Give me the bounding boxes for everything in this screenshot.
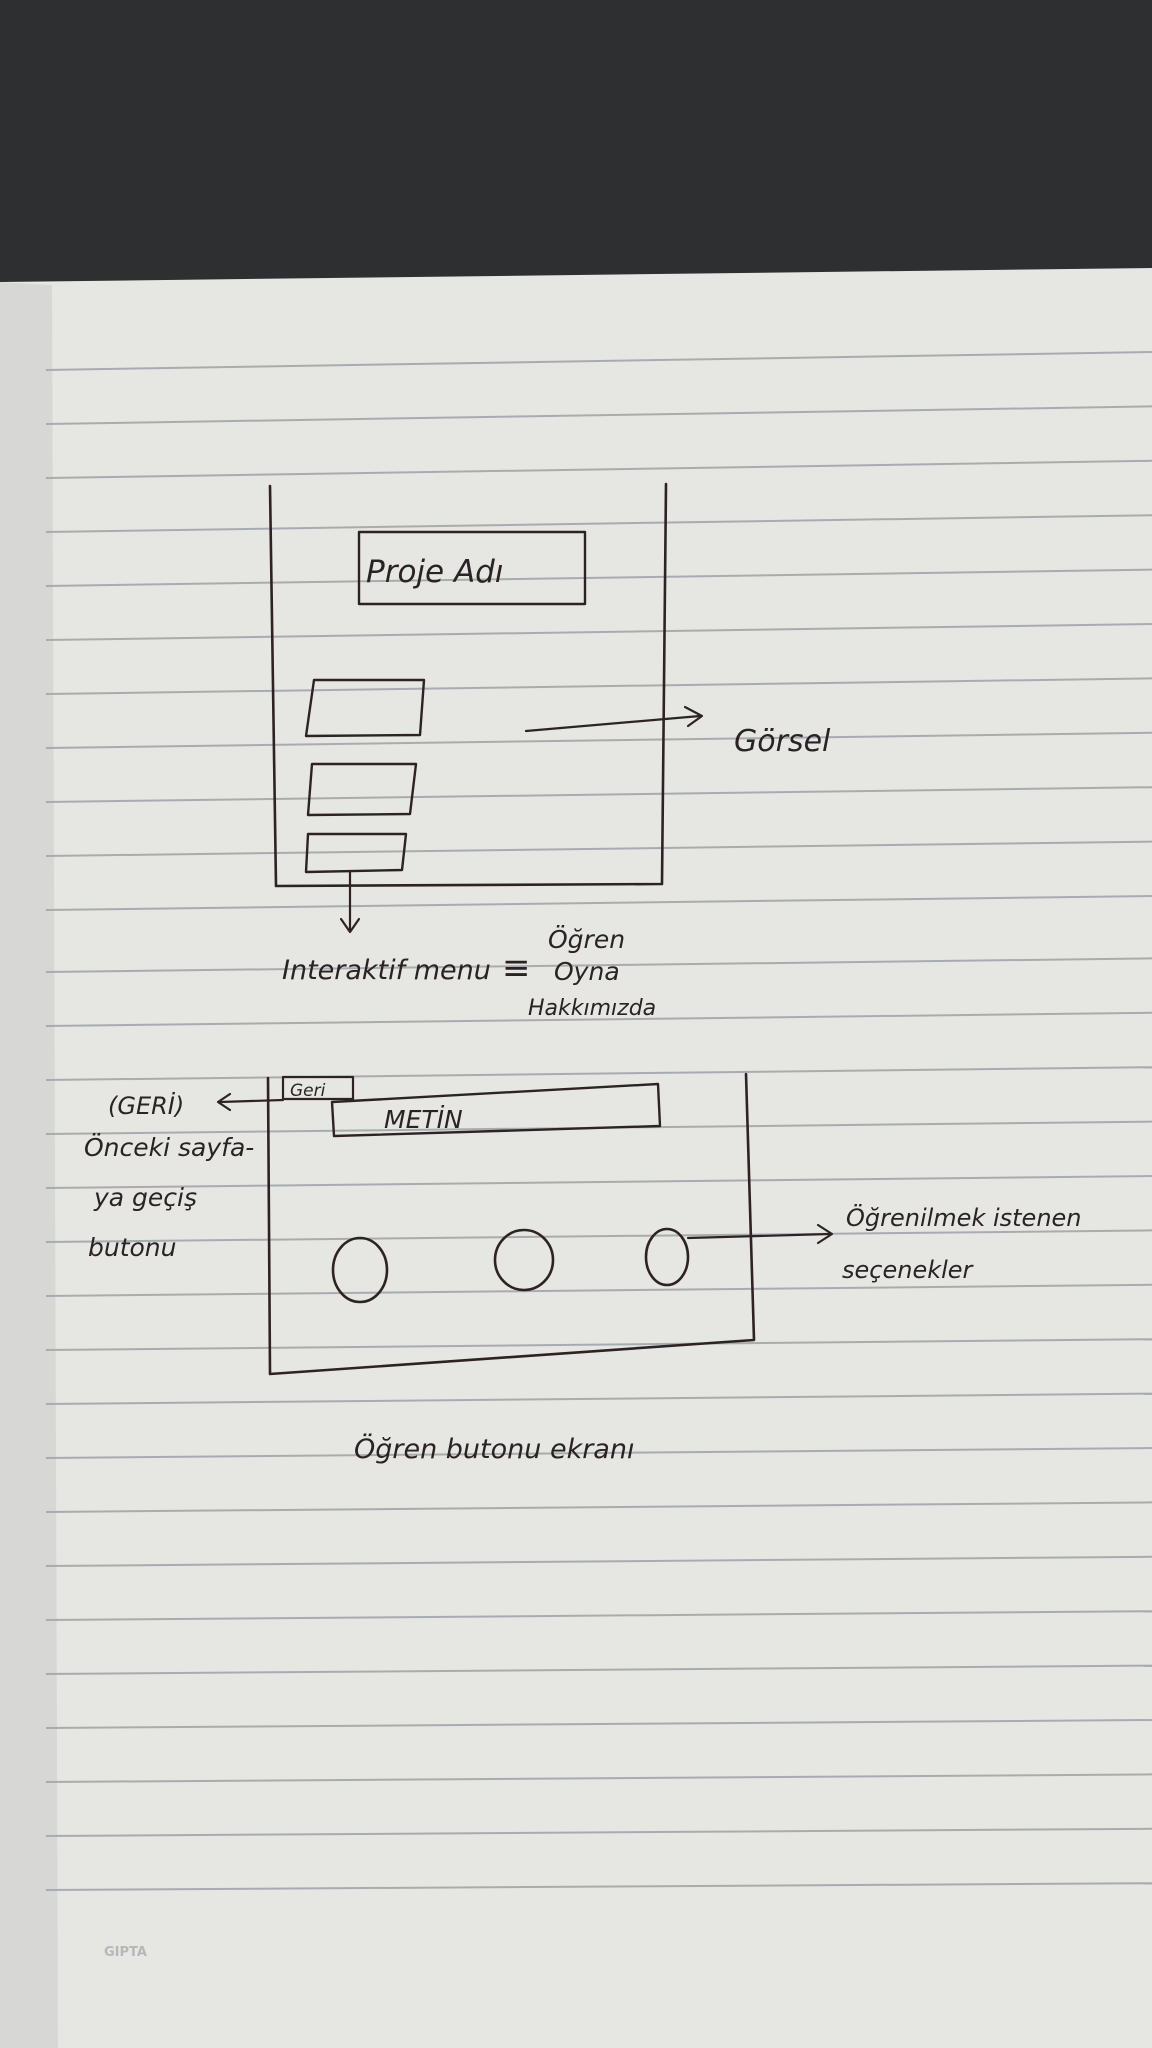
- notebook-page: [0, 268, 1152, 2048]
- menu-label: Interaktif menu: [282, 955, 491, 986]
- menu-arrow-head: [339, 917, 361, 934]
- phone-frame-2: [266, 1072, 756, 1376]
- ruled-line: [45, 1283, 1152, 1297]
- ruled-line: [45, 1447, 1152, 1459]
- ruled-line: [45, 1827, 1152, 1837]
- options-arrow: [686, 1232, 832, 1240]
- ruled-line: [45, 1501, 1152, 1513]
- phone-frame-1: [268, 482, 668, 888]
- back-note-line-2: Önceki sayfa-: [84, 1133, 254, 1162]
- ruled-line: [45, 623, 1152, 641]
- menu-item-play: Oyna: [554, 957, 620, 986]
- visual-arrow-head: [683, 705, 704, 728]
- menu-item-about: Hakkımızda: [528, 996, 656, 1021]
- menu-button-1: [304, 678, 426, 738]
- ruled-line: [45, 1229, 1152, 1243]
- ruled-line: [45, 786, 1152, 803]
- project-title-box: [357, 530, 587, 606]
- ruled-line: [45, 1719, 1152, 1729]
- text-box: [330, 1082, 662, 1138]
- ruled-line: [45, 957, 1152, 973]
- ruled-line: [45, 1664, 1152, 1675]
- option-circle-3: [644, 1227, 690, 1287]
- ruled-line: [45, 1555, 1152, 1567]
- back-arrow: [218, 1098, 285, 1104]
- ruled-lines: [45, 351, 1152, 1891]
- ruled-line: [45, 1392, 1152, 1405]
- page-edge: [0, 282, 58, 2048]
- learn-screen-caption: Öğren butonu ekranı: [354, 1433, 634, 1465]
- back-note-line-3: ya geçiş: [93, 1183, 197, 1212]
- ruled-line: [45, 1773, 1152, 1783]
- ruled-line: [45, 351, 1152, 371]
- equals-sign: ≡: [502, 948, 531, 988]
- ruled-line: [45, 1175, 1152, 1189]
- option-circle-1: [331, 1236, 389, 1304]
- visual-arrow: [524, 714, 702, 733]
- options-note-line-1: Öğrenilmek istenen: [846, 1203, 1082, 1232]
- ruled-line: [45, 1011, 1152, 1027]
- ruled-line: [45, 459, 1152, 479]
- ruled-line: [45, 1882, 1152, 1891]
- ruled-line: [45, 731, 1152, 749]
- project-title-text: Proje Adı: [366, 554, 503, 590]
- menu-item-learn: Öğren: [548, 925, 625, 954]
- ruled-line: [45, 405, 1152, 425]
- ruled-line: [45, 840, 1152, 857]
- ruled-line: [45, 677, 1152, 695]
- main-screen-sketch: Proje Adı Görsel Interaktif menu ≡ Öğren…: [268, 482, 831, 1021]
- back-button-text: Geri: [290, 1081, 326, 1101]
- back-note-line-1: (GERİ): [108, 1091, 184, 1120]
- visual-label: Görsel: [734, 724, 831, 759]
- ruled-line: [45, 514, 1152, 533]
- options-note-line-2: seçenekler: [842, 1256, 975, 1284]
- ruled-line: [45, 568, 1152, 587]
- notebook-brand: GIPTA: [104, 1945, 147, 1960]
- ruled-line: [45, 1338, 1152, 1351]
- ruled-line: [45, 895, 1152, 911]
- menu-button-3: [304, 832, 408, 874]
- text-box-label: METİN: [384, 1105, 463, 1134]
- options-arrow-head: [816, 1223, 834, 1245]
- option-circle-2: [493, 1228, 555, 1292]
- menu-button-2: [306, 762, 418, 817]
- back-button-box: [281, 1075, 355, 1101]
- back-arrow-head: [216, 1092, 232, 1112]
- ruled-line: [45, 1066, 1152, 1081]
- ruled-line: [45, 1610, 1152, 1621]
- learn-screen-sketch: Geri METİN (GERİ) Önceki sayfa- ya geçiş…: [84, 1072, 1082, 1465]
- back-note-line-4: butonu: [88, 1233, 177, 1262]
